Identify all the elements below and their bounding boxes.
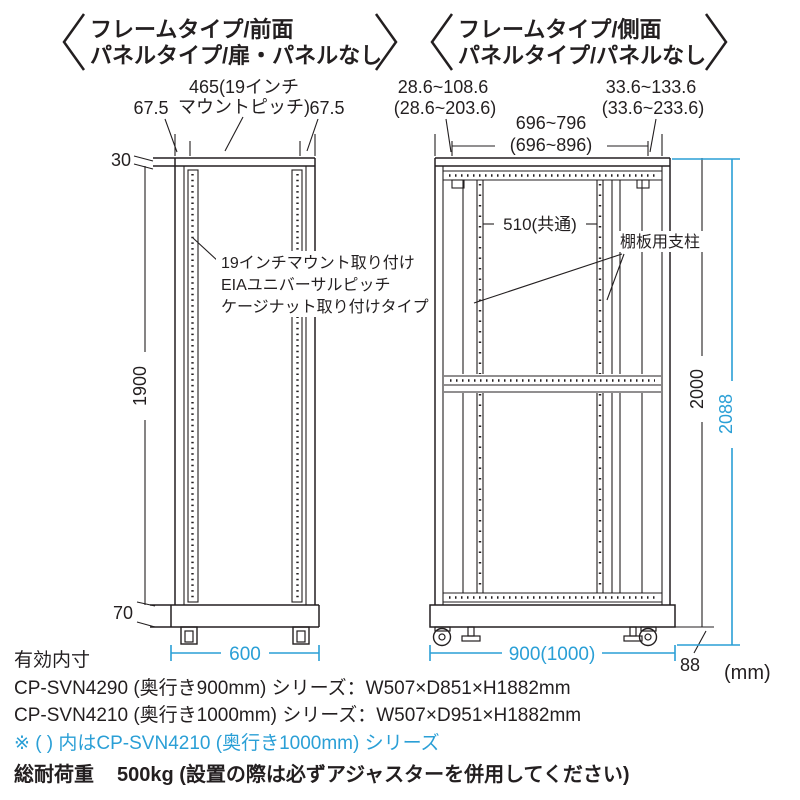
mount-note-line3: ケージナット取り付けタイプ xyxy=(221,298,429,316)
dim-67-left-label: 67.5 xyxy=(133,98,168,118)
side-view-header: フレームタイプ/側面 パネルタイプ/パネルなし xyxy=(430,13,728,71)
front-view-title-line2: パネルタイプ/扉・パネルなし xyxy=(90,43,382,68)
adjuster-foot-icon xyxy=(461,626,481,642)
front-view-title-line1: フレームタイプ/前面 xyxy=(90,17,293,42)
dim-67-right-label: 67.5 xyxy=(309,98,344,118)
series-900-spec: CP-SVN4290 (奥行き900mm) シリーズ：W507×D851×H18… xyxy=(14,677,571,699)
caster-icon xyxy=(292,626,310,645)
mount-note-line2: EIAユニバーサルピッチ xyxy=(221,277,390,294)
label-mask xyxy=(617,231,711,252)
front-view-drawing xyxy=(150,157,320,645)
parentheses-note: ※ ( ) 内はCP-SVN4210 (奥行き1000mm) シリーズ xyxy=(14,732,440,754)
dim-88-label: 88 xyxy=(680,655,700,675)
angle-bracket-close-icon xyxy=(704,13,728,71)
dim-front-offset-line2: (28.6~203.6) xyxy=(394,98,497,118)
dim-2088-label: 2088 xyxy=(716,394,736,434)
angle-bracket-close-icon xyxy=(374,13,398,71)
annotation-mask xyxy=(216,251,416,317)
dim-30-label: 30 xyxy=(111,150,131,170)
caster-icon xyxy=(432,626,452,647)
dim-depth-line2: (696~896) xyxy=(510,135,593,155)
load-capacity-value: 500kg (設置の際は必ずアジャスターを併用してください) xyxy=(117,762,630,786)
dim-rear-offset-line2: (33.6~233.6) xyxy=(602,98,705,118)
shelf-post-label: 棚板用支柱 xyxy=(620,233,700,251)
unit-label: (mm) xyxy=(724,662,771,684)
dim-465-label-line2: マウントピッチ) xyxy=(178,97,310,117)
dim-510-label: 510(共通) xyxy=(503,215,577,234)
dim-70-label: 70 xyxy=(113,603,133,623)
side-view-dimension-lines xyxy=(434,118,714,654)
dim-465-label-line1: 465(19インチ xyxy=(189,77,299,97)
load-capacity-label: 総耐荷重 xyxy=(14,762,94,786)
side-view-title-line2: パネルタイプ/パネルなし xyxy=(458,43,706,68)
adjuster-foot-icon xyxy=(623,626,643,642)
front-view-header: フレームタイプ/前面 パネルタイプ/扉・パネルなし xyxy=(62,13,398,71)
front-view-dimension-lines xyxy=(133,116,319,628)
effective-dimensions-title: 有効内寸 xyxy=(14,649,90,671)
side-view-blue-dimension-lines xyxy=(429,158,740,661)
angle-bracket-open-icon xyxy=(430,13,454,71)
dim-depth-line1: 696~796 xyxy=(516,113,587,133)
dim-600-label: 600 xyxy=(229,644,261,665)
dim-900-label: 900(1000) xyxy=(509,644,596,665)
dim-front-offset-line1: 28.6~108.6 xyxy=(398,77,489,97)
dim-2000-label: 2000 xyxy=(687,369,707,409)
side-view-drawing xyxy=(429,157,676,647)
dim-rear-offset-line1: 33.6~133.6 xyxy=(606,77,697,97)
caster-icon xyxy=(180,626,198,645)
angle-bracket-open-icon xyxy=(62,13,86,71)
front-view-width-dimension xyxy=(170,645,320,661)
series-1000-spec: CP-SVN4210 (奥行き1000mm) シリーズ：W507×D951×H1… xyxy=(14,704,581,726)
caster-icon xyxy=(638,626,658,647)
side-view-title-line1: フレームタイプ/側面 xyxy=(458,17,661,42)
dim-1900-label: 1900 xyxy=(130,366,150,406)
mount-note-line1: 19インチマウント取り付け xyxy=(221,254,415,272)
